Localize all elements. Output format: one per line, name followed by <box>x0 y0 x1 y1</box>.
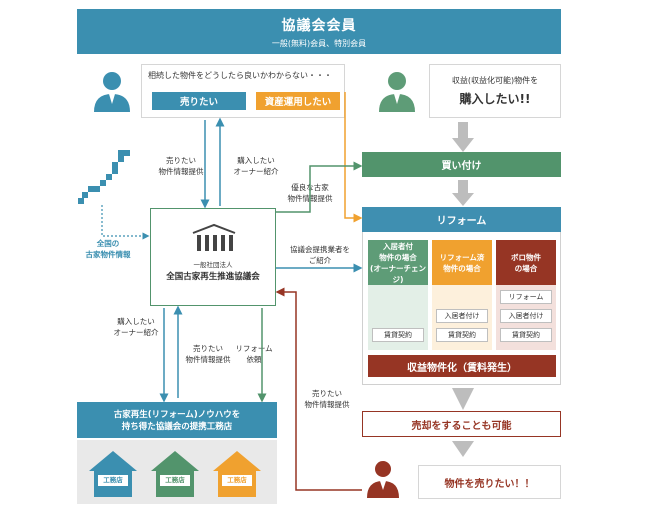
label-sell-info: 売りたい 物件情報提供 <box>158 156 204 176</box>
header-title: 協議会会員 <box>281 17 357 34</box>
resale-box: 売却をすることも可能 <box>362 411 561 437</box>
buyer-speech-bubble: 収益(収益化可能)物件を 購入したい!! <box>429 64 561 118</box>
seller-question-text: 相続した物件をどうしたら良いかわからない・・・ <box>148 71 332 80</box>
arrow-down-icon <box>452 441 474 457</box>
partners-banner: 古家再生(リフォーム)ノウハウを 持ち得た協議会の提携工務店 <box>77 402 277 438</box>
reform-bar: リフォーム <box>362 207 561 232</box>
buyer-line1: 収益(収益化可能)物件を <box>451 76 539 85</box>
reform-col-3-item-2: 入居者付け <box>500 309 552 323</box>
reform-col-3-item-3: 賃貸契約 <box>500 328 552 342</box>
partners-title-2: 持ち得た協議会の提携工務店 <box>121 422 233 432</box>
buyer-person-icon <box>376 68 418 112</box>
arrow-down-icon <box>452 122 474 152</box>
council-logo-icon <box>191 223 237 253</box>
partners-title-1: 古家再生(リフォーム)ノウハウを <box>113 410 241 420</box>
label-reform-req: リフォーム 依頼 <box>235 344 273 364</box>
partner-house-label: 工務店 <box>227 476 247 484</box>
arrow-down-icon <box>452 180 474 206</box>
reform-col-2-item-2: 賃貸契約 <box>436 328 488 342</box>
header-subtitle: 一般(無料)会員、特別会員 <box>271 38 367 48</box>
reform-col-2-title: リフォーム済 物件の場合 <box>432 240 492 285</box>
reform-col-1-title: 入居者付 物件の場合 (オーナーチェンジ) <box>368 240 428 285</box>
seller-person-icon <box>90 68 134 112</box>
label-sell-info-2: 売りたい 物件情報提供 <box>185 344 231 364</box>
revenue-bar: 収益物件化（賃料発生） <box>368 355 556 377</box>
buyer-line2: 購入したい!! <box>459 92 531 106</box>
label-partner-intro: 協議会提携業者を ご紹介 <box>290 245 350 265</box>
partner-house-label: 工務店 <box>165 476 185 484</box>
label-sell-info-3: 売りたい 物件情報提供 <box>304 389 350 409</box>
reform-col-1-item-1: 賃貸契約 <box>372 328 424 342</box>
council-name: 全国古家再生推進協議会 <box>166 272 260 282</box>
seller-speech-bubble: 相続した物件をどうしたら良いかわからない・・・ 売りたい 資産運用したい <box>141 64 345 118</box>
invest-button[interactable]: 資産運用したい <box>256 92 340 110</box>
buy-bar: 買い付け <box>362 152 561 177</box>
council-org-type: 一般社団法人 <box>193 261 233 269</box>
sell-again-bubble: 物件を売りたい！！ <box>418 465 561 499</box>
sell-button[interactable]: 売りたい <box>152 92 246 110</box>
map-label: 全国の 古家物件情報 <box>85 239 131 259</box>
partner-house-icon: 工務店 <box>209 447 265 499</box>
reseller-person-icon <box>365 458 401 498</box>
reform-col-3-item-1: リフォーム <box>500 290 552 304</box>
header-banner: 協議会会員 一般(無料)会員、特別会員 <box>77 9 561 54</box>
partner-house-icon: 工務店 <box>147 447 203 499</box>
label-buy-owner: 購入したい オーナー紹介 <box>233 156 279 176</box>
label-buy-owner-2: 購入したい オーナー紹介 <box>113 317 159 337</box>
japan-map-icon <box>78 148 138 208</box>
reform-col-3-title: ボロ物件 の場合 <box>496 240 556 285</box>
partner-houses: 工務店 工務店 工務店 <box>85 445 269 501</box>
partner-house-icon: 工務店 <box>85 447 141 499</box>
arrow-down-icon <box>452 388 474 410</box>
council-box: 一般社団法人 全国古家再生推進協議会 <box>150 208 276 306</box>
partner-house-label: 工務店 <box>103 476 123 484</box>
reform-col-2-item-1: 入居者付け <box>436 309 488 323</box>
